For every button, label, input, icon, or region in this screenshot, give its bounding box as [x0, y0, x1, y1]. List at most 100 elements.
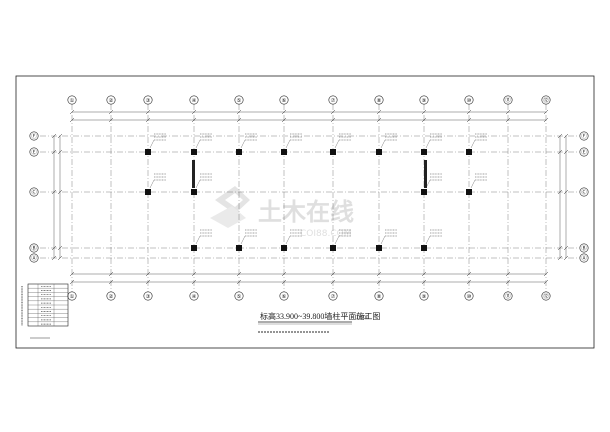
axis-grid — [40, 104, 578, 292]
axis-bubble-label: ① — [70, 293, 75, 300]
axis-bubble-col: ⑤ — [234, 291, 244, 301]
axis-bubble-row: Ⓔ — [29, 147, 39, 157]
axis-bubble-col: ⑩ — [464, 95, 474, 105]
watermark-text: 土木在线 — [258, 198, 354, 226]
dimension-tick — [543, 271, 549, 277]
axis-bubble-label: Ⓐ — [581, 254, 587, 262]
axis-bubble-label: ⑫ — [543, 96, 549, 104]
axis-bubble-row: Ⓐ — [29, 253, 39, 263]
dimension-tick — [557, 255, 563, 261]
dimension-tick — [505, 279, 511, 285]
axis-bubble-label: ⑧ — [377, 293, 382, 300]
axis-bubble-label: Ⓑ — [31, 244, 37, 252]
axis-bubble-row: Ⓒ — [579, 187, 589, 197]
axis-bubble-label: Ⓔ — [581, 148, 587, 156]
dimension-tick — [421, 271, 427, 277]
dimension-tick — [145, 279, 151, 285]
axis-bubble-col: ② — [106, 95, 116, 105]
axis-bubble-label: ② — [109, 97, 114, 104]
watermark-logo-icon — [210, 186, 250, 228]
axis-bubble-col: ⑪ — [503, 291, 513, 301]
dimension-tick — [466, 279, 472, 285]
axis-bubble-col: ⑫ — [541, 291, 551, 301]
axis-bubble-col: ⑧ — [374, 291, 384, 301]
axis-bubble-label: ③ — [146, 293, 151, 300]
dimension-tick — [330, 271, 336, 277]
dimension-tick — [543, 109, 549, 115]
sheet-border — [15, 75, 595, 349]
axis-bubble-col: ⑦ — [328, 291, 338, 301]
dimension-tick — [108, 109, 114, 115]
structural-column — [376, 133, 397, 155]
axis-bubble-label: ⑩ — [467, 97, 472, 104]
drawing-title: 标高33.900~39.800墙柱平面施工图 — [260, 311, 380, 321]
structural-column — [466, 173, 487, 195]
dimension-tick — [376, 117, 382, 123]
axis-bubble-label: ② — [109, 293, 114, 300]
dimension-tick — [376, 279, 382, 285]
axis-bubble-col: ⑫ — [541, 95, 551, 105]
axis-bubble-row: Ⓑ — [579, 243, 589, 253]
dimension-tick — [505, 109, 511, 115]
dimension-tick — [69, 117, 75, 123]
structural-column — [236, 229, 257, 251]
shear-wall — [424, 160, 427, 188]
axis-bubble-col: ⑦ — [328, 95, 338, 105]
dimension-tick — [69, 271, 75, 277]
axis-bubble-label: ④ — [192, 97, 197, 104]
axis-bubble-label: ⑪ — [505, 96, 511, 104]
dimension-tick — [145, 109, 151, 115]
structural-column — [191, 229, 212, 251]
structural-column — [191, 173, 212, 195]
dimension-tick — [466, 271, 472, 277]
axis-bubble-row: Ⓔ — [579, 147, 589, 157]
structural-columns — [145, 133, 487, 251]
axis-bubble-label: Ⓕ — [581, 132, 587, 140]
dimension-tick — [330, 279, 336, 285]
axis-bubble-col: ④ — [189, 291, 199, 301]
axis-bubble-label: ⑤ — [237, 293, 242, 300]
structural-column — [281, 229, 302, 251]
axis-bubble-label: ④ — [192, 293, 197, 300]
dimension-lines — [51, 109, 569, 285]
dimension-tick — [563, 245, 569, 251]
structural-column — [191, 133, 212, 155]
structural-column — [421, 229, 442, 251]
axis-bubble-col: ③ — [143, 95, 153, 105]
axis-bubble-label: ⑥ — [282, 293, 287, 300]
dimension-tick — [145, 271, 151, 277]
dimension-tick — [281, 109, 287, 115]
axis-bubble-label: Ⓒ — [581, 188, 587, 196]
structural-column — [330, 229, 351, 251]
dimension-tick — [191, 109, 197, 115]
dimension-tick — [376, 271, 382, 277]
dimension-tick — [281, 271, 287, 277]
dimension-tick — [51, 149, 57, 155]
dimension-tick — [543, 117, 549, 123]
axis-bubble-col: ③ — [143, 291, 153, 301]
axis-bubble-label: ① — [70, 97, 75, 104]
axis-bubble-col: ① — [67, 291, 77, 301]
dimension-tick — [330, 117, 336, 123]
axis-bubble-label: ⑩ — [467, 293, 472, 300]
dimension-tick — [51, 255, 57, 261]
dimension-tick — [57, 149, 63, 155]
dimension-tick — [505, 117, 511, 123]
axis-bubble-label: ⑨ — [422, 97, 427, 104]
structural-column — [236, 133, 257, 155]
dimension-tick — [51, 245, 57, 251]
dimension-tick — [57, 255, 63, 261]
dimension-tick — [51, 189, 57, 195]
axis-bubble-label: ③ — [146, 97, 151, 104]
dimension-tick — [236, 271, 242, 277]
dimension-tick — [51, 133, 57, 139]
axis-bubble-label: ⑫ — [543, 292, 549, 300]
dimension-tick — [557, 133, 563, 139]
axis-bubble-row: Ⓕ — [29, 131, 39, 141]
structural-column — [421, 133, 442, 155]
dimension-tick — [505, 271, 511, 277]
dimension-tick — [563, 189, 569, 195]
axis-bubble-label: ⑪ — [505, 292, 511, 300]
structural-column — [145, 133, 166, 155]
dimension-tick — [69, 279, 75, 285]
